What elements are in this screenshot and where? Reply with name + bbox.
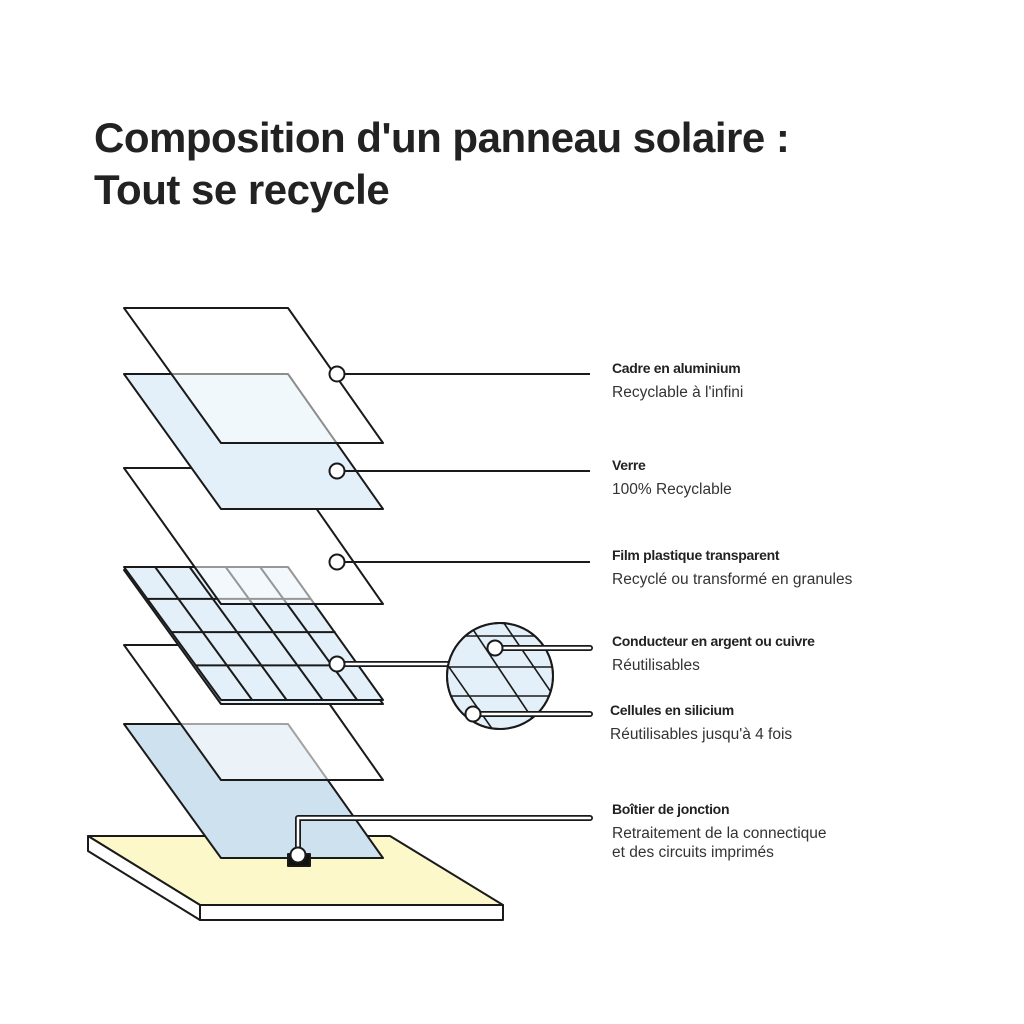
pointer-dot-conductor (486, 639, 504, 657)
label-aluminium-frame: Cadre en aluminium Recyclable à l'infini (612, 360, 743, 402)
component-desc: Réutilisables jusqu'à 4 fois (610, 726, 793, 743)
component-name: Cellules en silicium (610, 702, 734, 718)
component-name: Boîtier de jonction (612, 801, 730, 817)
page-title: Composition d'un panneau solaire : Tout … (94, 112, 790, 216)
component-name: Cadre en aluminium (612, 360, 741, 376)
pointer-dot-cells (328, 655, 346, 673)
pointer-dot-junction (289, 846, 307, 864)
component-desc: Recyclé ou transformé en granules (612, 571, 853, 588)
label-junction-box: Boîtier de jonction Retraitement de la c… (612, 801, 827, 862)
component-desc: 100% Recyclable (612, 481, 732, 498)
pointer-dot-glass (328, 462, 346, 480)
component-desc: Recyclable à l'infini (612, 384, 744, 401)
leader-line-junction (295, 815, 593, 855)
component-name: Conducteur en argent ou cuivre (612, 633, 815, 649)
cell-grid-line (154, 566, 253, 701)
component-name: Film plastique transparent (612, 547, 780, 563)
pointer-dot-silicon (464, 705, 482, 723)
component-desc-line-2: et des circuits imprimés (612, 844, 774, 861)
label-silicon-cells: Cellules en silicium Réutilisables jusqu… (610, 702, 792, 744)
magnifier-detail (446, 622, 554, 730)
component-desc-line-1: Retraitement de la connectique (612, 825, 827, 842)
component-name: Verre (612, 457, 646, 473)
pointer-dot-frame (328, 365, 346, 383)
title-line-2: Tout se recycle (94, 166, 390, 213)
layer-aluminium-frame (123, 307, 384, 444)
title-line-1: Composition d'un panneau solaire : (94, 114, 790, 161)
label-glass: Verre 100% Recyclable (612, 457, 732, 499)
component-desc: Retraitement de la connectique et des ci… (612, 824, 827, 862)
component-desc: Réutilisables (612, 657, 700, 674)
cell-grid-line (188, 566, 288, 701)
label-conductor: Conducteur en argent ou cuivre Réutilisa… (612, 633, 815, 675)
pointer-dot-film (328, 553, 346, 571)
mounting-base (87, 835, 504, 921)
label-film: Film plastique transparent Recyclé ou tr… (612, 547, 852, 589)
